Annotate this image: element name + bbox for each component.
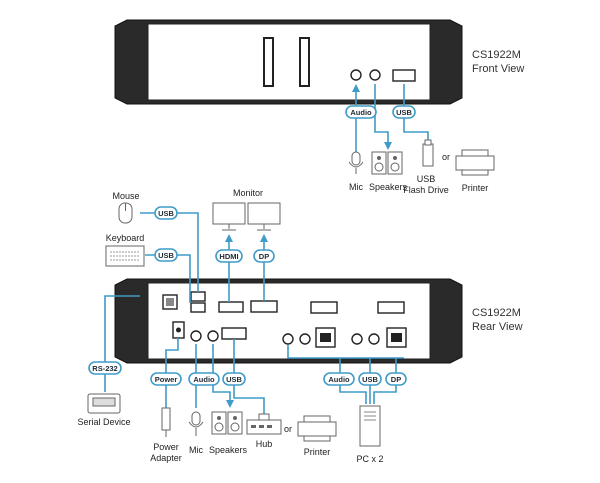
rear-pc1-speaker-jack xyxy=(299,333,311,345)
front-unit: CS1922M Front View xyxy=(114,19,524,105)
rear-pc1-mic-jack xyxy=(282,333,294,345)
front-flash-drive-device: USB Flash Drive xyxy=(403,139,449,195)
keyboard-usb-tag: USB xyxy=(154,248,178,262)
hdmi-tag: HDMI xyxy=(215,249,243,263)
rear-usb-hub-port xyxy=(221,327,247,340)
pc-dp-tag: DP xyxy=(385,372,407,386)
rear-dp-port xyxy=(250,300,278,313)
svg-text:Power: Power xyxy=(155,375,178,384)
rear-usb-kb-port xyxy=(190,291,206,302)
monitor-2 xyxy=(247,202,281,225)
power-label-2: Adapter xyxy=(150,453,182,463)
rear-pc2-dp-port xyxy=(377,301,405,314)
front-mic-jack xyxy=(350,69,362,81)
front-printer-device: Printer xyxy=(455,149,495,193)
mouse-device: Mouse xyxy=(112,191,140,224)
rear-speakers-device: Speakers xyxy=(209,411,248,455)
rear-model-label: CS1922M xyxy=(472,307,521,319)
front-speaker-arrow xyxy=(384,142,392,150)
svg-text:USB: USB xyxy=(158,251,174,260)
power-adapter-device: Power Adapter xyxy=(150,407,182,463)
monitor-devices: Monitor xyxy=(212,188,281,231)
rear-pc2-speaker-jack xyxy=(368,333,380,345)
rs232-cable xyxy=(104,295,140,392)
rear-usb-mouse-port xyxy=(190,302,206,313)
front-audio-tag: Audio xyxy=(345,105,377,119)
rear-unit: CS1922M Rear View xyxy=(114,278,523,364)
svg-text:USB: USB xyxy=(396,108,412,117)
rs232-tag: RS-232 xyxy=(88,361,122,375)
rear-mic-label: Mic xyxy=(189,445,203,455)
pc-usb-tag: USB xyxy=(358,372,382,386)
front-usb-port xyxy=(392,69,416,82)
rear-pc2-mic-jack xyxy=(351,333,363,345)
rear-pc1-dp-port xyxy=(310,301,338,314)
svg-text:USB: USB xyxy=(158,209,174,218)
pc-bundle-line xyxy=(287,345,404,359)
keyboard-device: Keyboard xyxy=(105,233,145,267)
front-panel xyxy=(147,23,431,101)
rear-hub-cable xyxy=(233,339,265,414)
front-speaker-jack xyxy=(369,69,381,81)
rear-cables: USB USB HDMI DP RS-232 Power Audio USB xyxy=(88,206,407,414)
pc-audio-tag: Audio xyxy=(323,372,355,386)
mouse-label: Mouse xyxy=(112,191,139,201)
rear-hdmi-port xyxy=(218,301,244,313)
serial-label: Serial Device xyxy=(77,417,130,427)
front-mic-arrow xyxy=(352,84,360,92)
svg-text:HDMI: HDMI xyxy=(219,252,238,261)
rear-printer-device: Printer xyxy=(297,415,337,457)
front-printer-label: Printer xyxy=(462,183,489,193)
svg-text:DP: DP xyxy=(391,375,401,384)
rear-usb-tag: USB xyxy=(222,372,246,386)
front-or-label: or xyxy=(442,152,450,162)
monitor-1 xyxy=(212,202,246,225)
front-speakers-device: Speakers xyxy=(369,151,408,192)
rear-speaker-jack xyxy=(207,330,219,342)
front-port-slot-1 xyxy=(263,37,274,87)
svg-text:RS-232: RS-232 xyxy=(92,364,117,373)
dp-tag: DP xyxy=(253,249,275,263)
front-flash-label-2: Flash Drive xyxy=(403,185,449,195)
keyboard-label: Keyboard xyxy=(106,233,145,243)
rear-view-label: Rear View xyxy=(472,321,523,333)
front-cables: Audio USB xyxy=(345,84,429,160)
pc-label: PC x 2 xyxy=(356,454,383,464)
front-mic-label: Mic xyxy=(349,182,363,192)
monitor-label: Monitor xyxy=(233,188,263,198)
front-speakers-label: Speakers xyxy=(369,182,408,192)
front-mic-device: Mic xyxy=(348,151,363,192)
rear-or-label: or xyxy=(284,424,292,434)
power-label-1: Power xyxy=(153,442,179,452)
mouse-usb-tag: USB xyxy=(154,206,178,220)
svg-text:DP: DP xyxy=(259,252,269,261)
svg-text:USB: USB xyxy=(226,375,242,384)
svg-text:USB: USB xyxy=(362,375,378,384)
rear-printer-label: Printer xyxy=(304,447,331,457)
front-model-label: CS1922M xyxy=(472,49,521,61)
pc-device: PC x 2 xyxy=(356,405,384,464)
rear-speaker-cable xyxy=(212,344,231,404)
power-tag: Power xyxy=(150,372,182,386)
hub-device: Hub xyxy=(246,413,282,449)
rear-speakers-label: Speakers xyxy=(209,445,248,455)
front-usb-tag: USB xyxy=(392,105,416,119)
front-port-slot-2 xyxy=(299,37,310,87)
svg-text:Audio: Audio xyxy=(193,375,215,384)
rear-mic-jack xyxy=(190,330,202,342)
serial-device: Serial Device xyxy=(77,393,131,427)
front-view-label: Front View xyxy=(472,63,524,75)
rear-rs232-port-inner xyxy=(166,298,174,306)
svg-text:Audio: Audio xyxy=(328,375,350,384)
svg-text:Audio: Audio xyxy=(350,108,372,117)
rear-audio-tag: Audio xyxy=(188,372,220,386)
hub-label: Hub xyxy=(256,439,273,449)
front-flash-label-1: USB xyxy=(417,174,436,184)
rear-mic-device: Mic xyxy=(188,411,203,455)
